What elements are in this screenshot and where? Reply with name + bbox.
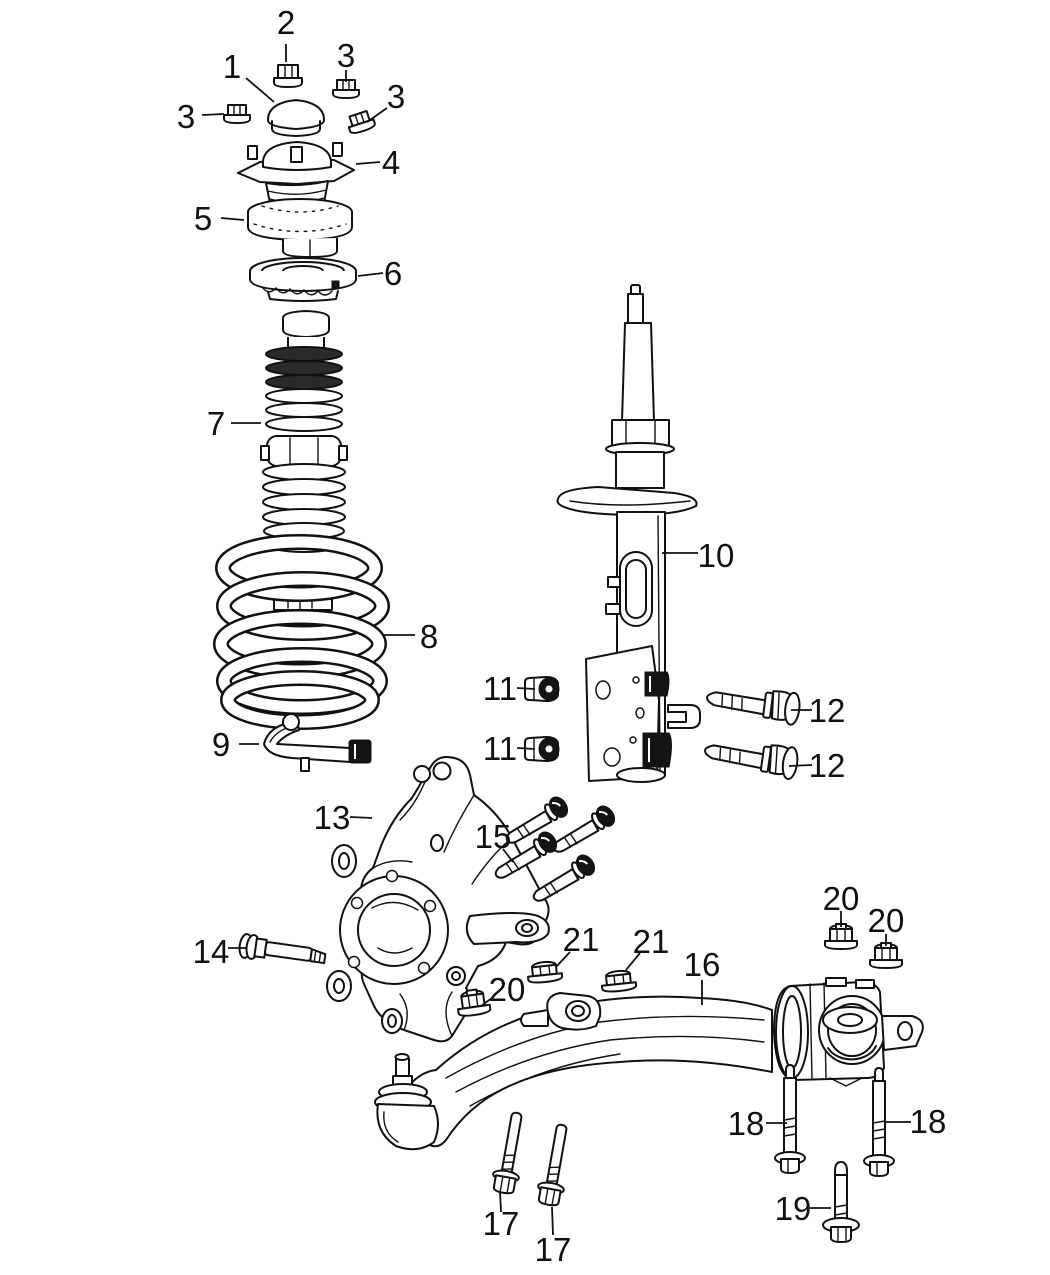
- callout-number-steering-knuckle: 13: [314, 799, 351, 836]
- leader-line-ball-joint-nut-b: [625, 952, 641, 971]
- callout-number-upper-spring-seat: 6: [384, 255, 402, 292]
- callout-number-control-arm-nut-a: 20: [823, 880, 860, 917]
- callout-number-ball-joint-bolt-a: 17: [483, 1205, 520, 1242]
- callout-number-lower-control-arm: 16: [684, 946, 721, 983]
- leader-line-ball-joint-nut-a: [555, 951, 571, 968]
- ball-joint: [374, 1053, 439, 1151]
- callout-number-control-arm-rear-bolt: 19: [775, 1190, 812, 1227]
- leader-line-mount-bearing: [220, 217, 245, 221]
- control-arm-nut-b-drawing: [869, 942, 903, 969]
- control-arm-bolt-a-drawing: [774, 1064, 806, 1174]
- callout-number-strut-rod-nut: 2: [277, 4, 295, 41]
- leader-line-hub-bolt-set: [502, 848, 514, 863]
- arm-front-bushing: [520, 992, 602, 1031]
- callout-number-dust-boot: 7: [207, 405, 225, 442]
- callout-number-lower-spring-isolator: 9: [212, 726, 230, 763]
- callout-number-strut-knuckle-bolt-a: 12: [809, 692, 846, 729]
- dust-boot-drawing: [260, 310, 348, 553]
- upper-spring-seat-drawing: [249, 257, 357, 302]
- control-arm-nut-a-drawing: [824, 923, 858, 950]
- callout-number-mount-bearing: 5: [194, 200, 212, 237]
- strut-mount-cap-drawing: [267, 99, 325, 137]
- mount-nut-a-drawing: [332, 79, 360, 99]
- coil-spring-drawing: [213, 534, 390, 730]
- callout-number-strut-mount: 4: [382, 144, 400, 181]
- mount-nut-c-drawing: [344, 108, 377, 136]
- leader-line-mount-nut-c: [366, 107, 388, 123]
- ball-joint-bolt-b-drawing: [534, 1121, 576, 1208]
- callout-number-mount-nut-c: 3: [387, 78, 405, 115]
- callout-number-hub-bolt-set: 15: [475, 818, 512, 855]
- callout-number-strut-knuckle-nut-a: 11: [483, 670, 517, 707]
- steering-knuckle-drawing: [326, 756, 550, 1043]
- callout-number-control-arm-bolt-a: 18: [728, 1105, 765, 1142]
- leader-line-steering-knuckle: [349, 816, 373, 819]
- arm-rear-bushing: [773, 977, 924, 1087]
- callout-number-strut-knuckle-bolt-b: 12: [809, 747, 846, 784]
- strut-rod-nut-drawing: [273, 64, 303, 88]
- ball-joint-nut-a-drawing: [525, 959, 564, 985]
- knuckle-bolt-drawing: [238, 933, 327, 965]
- mount-bearing-drawing: [247, 198, 353, 258]
- callout-number-ball-joint-bolt-b: 17: [535, 1231, 572, 1268]
- ball-joint-bolt-a-drawing: [489, 1109, 531, 1196]
- callout-number-strut-knuckle-nut-b: 11: [483, 730, 517, 767]
- callout-number-ball-joint-nut-b: 21: [633, 923, 670, 960]
- mount-nut-b-drawing: [223, 104, 251, 124]
- callout-number-knuckle-bolt: 14: [193, 933, 230, 970]
- strut-damper-drawing: [556, 284, 701, 783]
- leader-line-strut-mount-cap: [245, 77, 275, 103]
- leader-line-mount-nut-b: [201, 113, 225, 116]
- callout-number-control-arm-bolt-b: 18: [910, 1103, 947, 1140]
- callout-number-mount-nut-b: 3: [177, 98, 195, 135]
- strut-knuckle-bolt-a-drawing: [703, 681, 803, 727]
- callout-number-control-arm-nut-b: 20: [868, 902, 905, 939]
- callout-number-coil-spring: 8: [420, 618, 438, 655]
- leader-line-strut-knuckle-nut-b: [516, 747, 536, 750]
- leader-line-strut-mount: [355, 161, 381, 165]
- callout-number-mount-nut-a: 3: [337, 37, 355, 74]
- leader-line-ball-joint-bolt-a: [499, 1191, 502, 1213]
- callout-number-strut-damper: 10: [698, 537, 735, 574]
- lower-spring-isolator-drawing: [263, 713, 372, 772]
- leader-line-upper-spring-seat: [357, 272, 384, 277]
- lower-control-arm-drawing: [374, 977, 924, 1151]
- control-arm-rear-bolt-drawing: [822, 1161, 860, 1243]
- ball-joint-nut-b-drawing: [599, 968, 638, 994]
- strut-knuckle-bolt-b-drawing: [701, 734, 801, 781]
- leader-line-strut-knuckle-nut-a: [516, 687, 536, 690]
- leader-line-control-arm-nut-c: [480, 997, 493, 1007]
- leader-line-ball-joint-bolt-b: [551, 1206, 554, 1236]
- callout-number-control-arm-nut-c: 20: [489, 971, 526, 1008]
- callout-number-strut-mount-cap: 1: [223, 48, 241, 85]
- callout-number-ball-joint-nut-a: 21: [563, 921, 600, 958]
- leader-line-strut-knuckle-bolt-b: [788, 764, 813, 767]
